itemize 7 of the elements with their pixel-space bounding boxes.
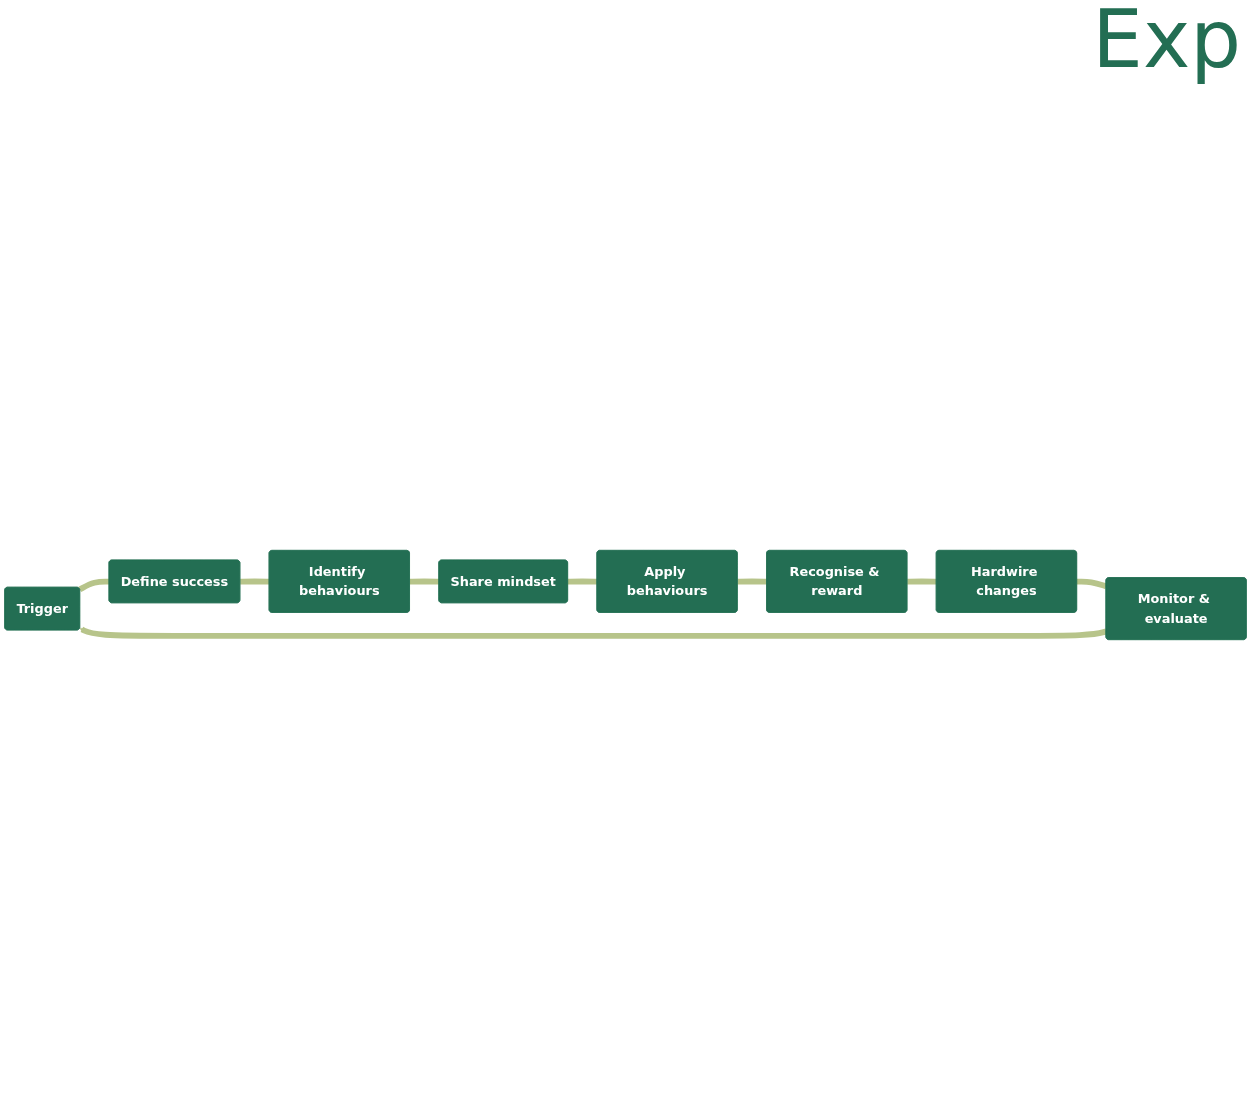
connector <box>78 578 110 592</box>
arrow <box>79 626 1107 639</box>
connector <box>409 578 440 585</box>
connector <box>737 578 768 585</box>
connector <box>567 578 598 585</box>
connector <box>906 578 937 585</box>
connector <box>239 578 270 585</box>
